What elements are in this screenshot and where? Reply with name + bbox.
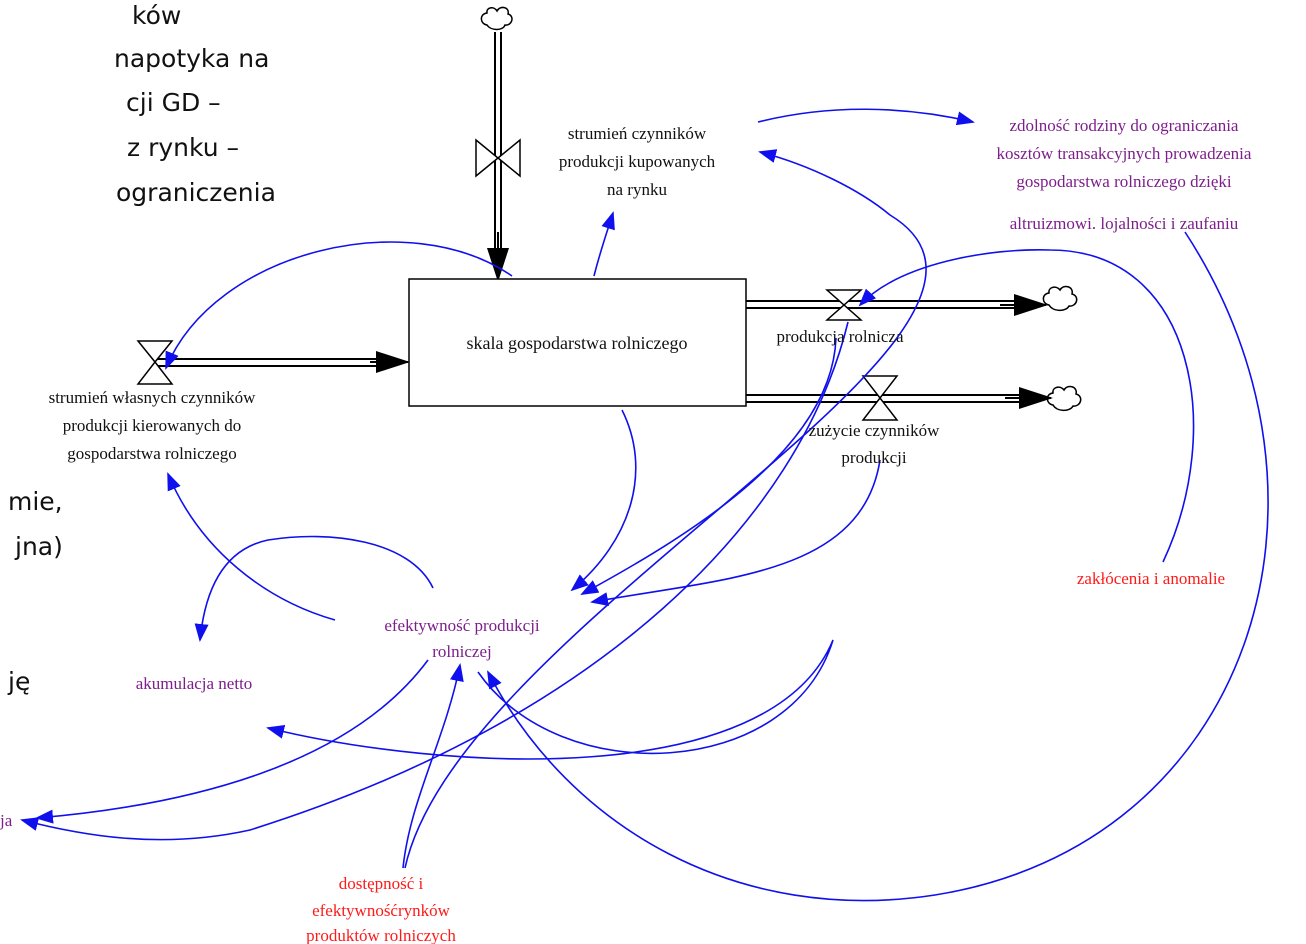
var-production: produkcja rolnicza <box>777 327 904 346</box>
cloud-icon <box>480 6 513 31</box>
causal-links <box>20 108 1269 902</box>
var-family-line-4: altruizmowi. lojalności i zaufaniu <box>1010 214 1239 233</box>
bg-text-line-8: ję <box>8 667 31 696</box>
var-efficiency-line-1: efektywność produkcji <box>384 616 540 635</box>
link-production-to-efficiency <box>580 337 837 595</box>
link-markets-to-efficiency <box>402 663 464 869</box>
var-buy-flow: strumień czynników produkcji kupowanych … <box>559 124 716 199</box>
link-production-to-cut <box>20 321 849 841</box>
bg-text-line-4: z rynku – <box>127 133 239 162</box>
bg-text-line-5: ograniczenia <box>116 178 276 207</box>
cloud-icon <box>1046 385 1082 412</box>
valve-icon <box>475 138 521 178</box>
link-efficiency-to-accumulation-low <box>266 639 834 760</box>
var-usage: zużycie czynników produkcji <box>809 421 940 467</box>
stock-label: skala gospodarstwa rolniczego <box>467 333 688 353</box>
link-efficiency-to-own-flow <box>167 472 336 621</box>
usage-flow-pipe <box>746 387 1053 409</box>
var-markets-line-3: produktów rolniczych <box>306 926 456 944</box>
valve-icon <box>861 375 899 421</box>
var-family-line-1: zdolność rodziny do ograniczania <box>1010 116 1239 135</box>
var-usage-line-2: produkcji <box>841 448 906 467</box>
var-markets-line-2: efektywnośćrynków <box>312 901 451 920</box>
valve-icon <box>136 340 174 385</box>
var-buy-flow-line-2: produkcji kupowanych <box>559 152 716 171</box>
var-efficiency: efektywność produkcji rolniczej <box>384 616 540 661</box>
var-cut-label: ja <box>0 811 13 830</box>
var-own-flow-line-1: strumień własnych czynników <box>49 388 257 407</box>
link-family-to-efficiency <box>487 231 1269 902</box>
bg-text-line-3: cji GD – <box>126 88 221 117</box>
link-usage-to-efficiency <box>590 459 881 607</box>
valve-icon <box>825 289 863 321</box>
own-flow-pipe <box>155 351 410 373</box>
var-family-line-3: gospodarstwa rolniczego dzięki <box>1016 172 1232 191</box>
var-own-flow: strumień własnych czynników produkcji ki… <box>49 388 257 463</box>
link-buy-to-family <box>757 108 975 126</box>
var-accumulation: akumulacja netto <box>136 674 253 693</box>
var-markets-line-1: dostępność i <box>339 874 424 893</box>
bg-text-line-7: jna) <box>15 532 63 561</box>
var-efficiency-line-2: rolniczej <box>432 642 491 661</box>
link-stock-to-efficiency <box>570 409 637 592</box>
bg-text-line-6: mie, <box>8 487 63 516</box>
bg-text-line-2: napotyka na <box>114 44 270 73</box>
stock-box <box>408 278 747 407</box>
production-flow-pipe <box>746 294 1048 316</box>
link-stock-to-buy-flow <box>593 211 615 277</box>
var-family-line-2: kosztów transakcyjnych prowadzenia <box>997 144 1252 163</box>
buy-flow-pipe <box>487 32 509 282</box>
bg-text-line-1: ków <box>132 1 182 30</box>
link-efficiency-to-cut <box>35 659 429 824</box>
var-usage-line-1: zużycie czynników <box>809 421 940 440</box>
var-markets: dostępność i efektywnośćrynków produktów… <box>306 874 456 944</box>
var-buy-flow-line-1: strumień czynników <box>568 124 707 143</box>
link-disturb-to-production <box>858 249 1195 563</box>
var-buy-flow-line-3: na rynku <box>607 180 667 199</box>
link-efficiency-to-accumulation <box>194 535 434 642</box>
var-disturbances: zakłócenia i anomalie <box>1077 569 1225 588</box>
link-markets-to-buy-flow <box>404 149 927 869</box>
link-stock-to-own-flow <box>165 241 513 370</box>
cloud-icon <box>1042 285 1078 312</box>
var-own-flow-line-2: produkcji kierowanych do <box>63 416 241 435</box>
var-own-flow-line-3: gospodarstwa rolniczego <box>67 444 236 463</box>
var-family: zdolność rodziny do ograniczania kosztów… <box>997 116 1252 233</box>
